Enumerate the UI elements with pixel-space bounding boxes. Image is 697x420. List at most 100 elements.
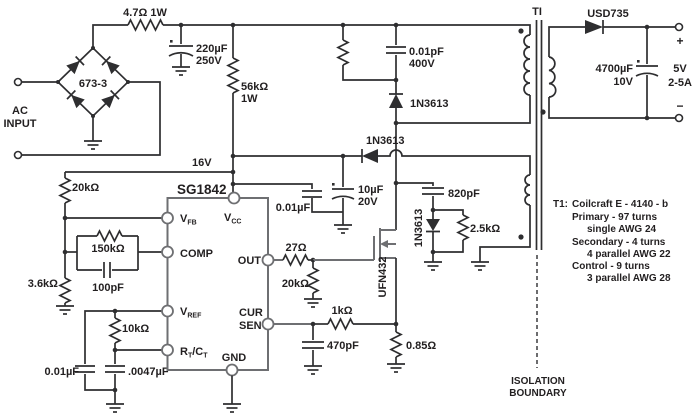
polarity-mark	[637, 60, 640, 63]
primary-winding	[523, 34, 531, 96]
pin-rtct-label: RT/CT	[180, 346, 208, 360]
startup-resistor: 56kΩ 1W	[227, 22, 268, 192]
bootstrap-diode-icon	[362, 149, 378, 163]
isolation-boundary: ISOLATION BOUNDARY	[509, 255, 567, 399]
feedback-bottom-resistor-label: 3.6kΩ	[28, 278, 58, 290]
bootstrap-diode-label: 1N3613	[366, 135, 405, 147]
note-line-1: Coilcraft E - 4140 - b	[572, 199, 668, 210]
series-resistor-label: 4.7Ω 1W	[123, 7, 167, 19]
output-terminal-positive	[674, 22, 684, 32]
ground-icon	[470, 261, 490, 271]
plus-sign: +	[676, 34, 683, 48]
ac-input-label2: INPUT	[4, 118, 37, 130]
timing-cap-right-label: .0047µF	[128, 366, 169, 378]
pin-gnd	[225, 363, 239, 377]
ground-icon	[222, 403, 242, 413]
drain-node	[393, 95, 531, 230]
ac-input-label: AC	[12, 105, 28, 117]
isolation-label-1: ISOLATION	[511, 376, 565, 387]
clamp-resistor	[337, 39, 349, 66]
pin-vcc-label: VCC	[224, 212, 241, 226]
gate-drive: 27Ω 20kΩ	[273, 242, 374, 308]
transformer-designator: TI	[532, 6, 542, 18]
comp-cap-label: 100pF	[92, 282, 124, 294]
current-sense: 470pF 1kΩ 0.85Ω	[273, 305, 436, 375]
snubber-cap-label: 820pF	[448, 188, 480, 200]
isolation-label-2: BOUNDARY	[509, 388, 567, 399]
phasing-dot	[518, 28, 524, 34]
drain-snubber: 820pF 2.5kΩ 1N3613	[396, 182, 500, 271]
gate-series-resistor-label: 27Ω	[285, 242, 306, 254]
pin-sen-label: SEN	[239, 320, 262, 332]
ground-icon	[105, 403, 125, 413]
ic-body	[166, 197, 269, 371]
gate-pulldown-resistor-label: 20kΩ	[282, 278, 309, 290]
primary-clamp: 0.01pF 400V 1N3613	[337, 22, 449, 123]
pin-cursen	[261, 317, 275, 331]
clamp-diode-label: 1N3613	[410, 98, 449, 110]
transformer: TI	[470, 6, 557, 271]
ground-icon	[171, 66, 191, 76]
snubber-diode-icon	[426, 219, 440, 231]
rail-voltage-label: 16V	[192, 157, 212, 169]
ground-icon	[386, 363, 406, 373]
note-line-7: 3 parallel AWG 28	[587, 273, 671, 284]
ac-input-section: AC INPUT	[4, 77, 161, 160]
pin-vfb-label: VFB	[180, 213, 197, 227]
ground-icon	[303, 365, 323, 375]
gate-series-resistor	[282, 254, 309, 266]
note-line-4: Secondary - 4 turns	[572, 237, 666, 248]
timing-cap-left-label: 0.01µF	[45, 366, 80, 378]
pin-rtct	[161, 343, 174, 357]
sense-resistor-label: 0.85Ω	[406, 340, 436, 352]
timing-resistor-label: 10kΩ	[122, 323, 149, 335]
pin-comp	[161, 245, 174, 259]
transformer-note: T1: Coilcraft E - 4140 - b Primary - 97 …	[553, 199, 671, 284]
series-resistor	[127, 19, 164, 31]
mosfet: UFN432	[373, 228, 397, 324]
vcc-bootstrap: 1N3613 10µF 20V 0.01µF 16V	[65, 135, 531, 234]
ground-icon	[333, 224, 353, 234]
note-t1: T1:	[553, 199, 568, 210]
sense-filter-cap-label: 470pF	[327, 340, 359, 352]
snubber-resistor-label: 2.5kΩ	[470, 223, 500, 235]
startup-resistor-value: 56kΩ	[241, 81, 268, 93]
vcc-cap-value: 10µF	[358, 184, 384, 196]
ground-icon	[55, 305, 75, 315]
output-rectifier-icon	[585, 20, 603, 34]
sense-resistor	[390, 331, 402, 358]
startup-resistor-power: 1W	[241, 93, 258, 105]
comp-resistor-label: 150kΩ	[91, 243, 124, 255]
pin-vref-label: VREF	[180, 306, 202, 320]
bulk-cap-value: 220µF	[196, 43, 228, 55]
timing-network: 10kΩ 0.01µF .0047µF	[45, 308, 169, 413]
output-rectifier-label: USD735	[587, 8, 629, 20]
clamp-cap-voltage: 400V	[409, 58, 435, 70]
pin-vref	[161, 304, 174, 318]
feedback-network: 20kΩ 150kΩ 100pF 3.6kΩ	[28, 172, 162, 315]
ground-icon	[83, 140, 103, 150]
mosfet-arrow-icon	[380, 240, 388, 248]
output-cap-voltage: 10V	[613, 76, 633, 88]
phasing-dot	[518, 234, 524, 240]
note-line-5: 4 parallel AWG 22	[587, 249, 671, 260]
ac-terminal-top	[13, 77, 23, 87]
output-terminal-negative	[674, 113, 684, 123]
pin-vfb	[161, 211, 174, 225]
polarity-mark	[332, 183, 335, 186]
feedback-top-resistor	[59, 177, 71, 204]
phasing-dot	[540, 109, 546, 115]
bulk-cap-voltage: 250V	[196, 55, 222, 67]
output-rating-current: 2-5A	[668, 77, 692, 89]
ac-terminal-bottom	[13, 150, 23, 160]
transformer-core	[535, 20, 543, 250]
sense-filter-resistor-label: 1kΩ	[331, 305, 352, 317]
pin-out	[261, 253, 275, 267]
pwm-controller-ic: SG1842 VFB VCC COMP VREF RT/CT OUT CUR S…	[161, 182, 275, 413]
pin-vcc	[227, 191, 241, 205]
timing-resistor	[109, 317, 121, 344]
clamp-cap-value: 0.01pF	[409, 46, 444, 58]
pin-out-label: OUT	[238, 255, 262, 267]
